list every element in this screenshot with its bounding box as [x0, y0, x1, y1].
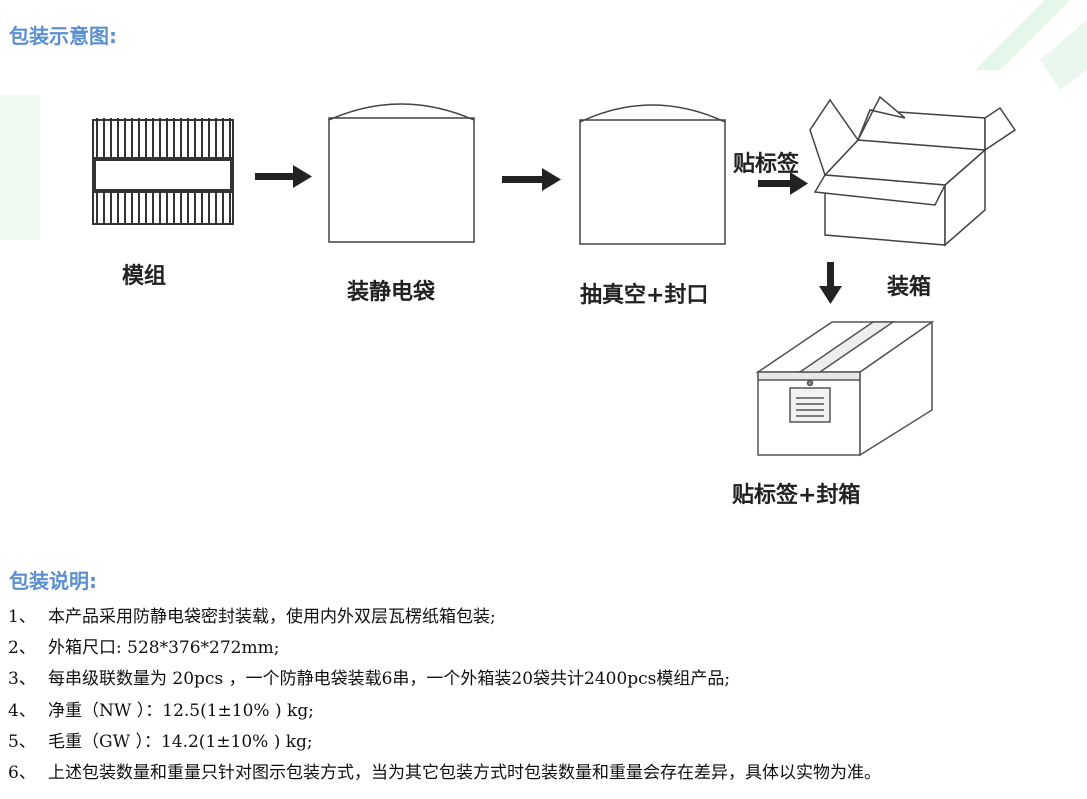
- arrow-right-icon: [758, 172, 808, 195]
- module-icon: [92, 118, 234, 225]
- open-box-icon: [809, 95, 1017, 247]
- label-seal-box: 贴标签+封箱: [732, 483, 861, 508]
- label-module: 模组: [122, 264, 167, 289]
- list-item: 1、本产品采用防静电袋密封装载，使用内外双层瓦楞纸箱包装;: [8, 607, 496, 627]
- notes-list: 1、本产品采用防静电袋密封装载，使用内外双层瓦楞纸箱包装; 2、外箱尺口: 52…: [8, 602, 881, 789]
- arrow-right-icon: [502, 168, 561, 191]
- label-static-bag: 装静电袋: [347, 280, 436, 305]
- diagram-graphics: [92, 95, 1017, 457]
- label-boxing: 装箱: [887, 275, 932, 300]
- section-title-packaging-notes: 包装说明:: [9, 569, 97, 593]
- list-item: 6、上述包装数量和重量只针对图示包装方式，当为其它包装方式时包装数量和重量会存在…: [8, 762, 881, 783]
- arrow-down-icon: [819, 262, 842, 304]
- packaging-diagram: 模组 装静电袋 抽真空+封口 贴标签 装箱 贴标签+封箱: [92, 95, 1017, 508]
- section-title-packaging-diagram: 包装示意图:: [9, 24, 117, 48]
- list-item: 4、净重（NW ）：12.5(1±10% ) kg;: [8, 700, 314, 721]
- static-bag-icon: [328, 103, 475, 243]
- list-item: 5、毛重（GW ）：14.2(1±10% ) kg;: [8, 731, 313, 752]
- label-vacuum-seal: 抽真空+封口: [580, 283, 709, 308]
- list-item: 2、外箱尺口: 528*376*272mm;: [8, 638, 280, 659]
- vacuum-bag-icon: [579, 104, 726, 245]
- background-decoration: [0, 0, 1087, 240]
- list-item: 3、每串级联数量为 20pcs ，一个防静电袋装载6串，一个外箱装20袋共计24…: [8, 669, 731, 690]
- arrow-right-icon: [255, 165, 312, 188]
- sealed-box-icon: [755, 320, 935, 457]
- label-apply-label: 贴标签: [733, 152, 800, 177]
